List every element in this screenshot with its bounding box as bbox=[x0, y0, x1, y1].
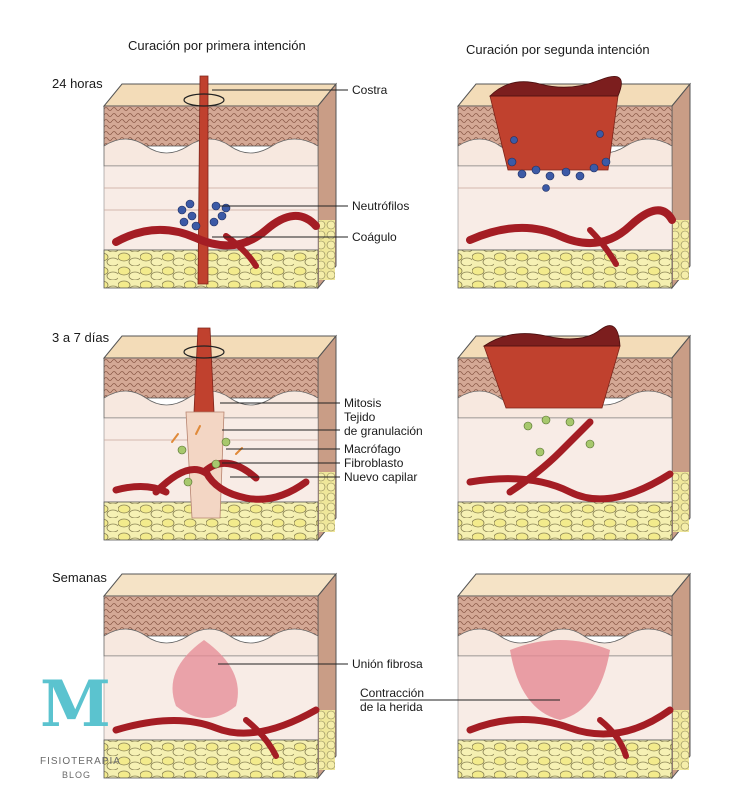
logo-line1: FISIOTERAPIA bbox=[40, 756, 121, 767]
label-union-fibrosa: Unión fibrosa bbox=[352, 657, 423, 671]
block-semanas-primera bbox=[102, 572, 338, 780]
label-macrofago: Macrófago bbox=[344, 442, 401, 456]
label-fibroblasto: Fibroblasto bbox=[344, 456, 404, 470]
block-3-7-dias-primera bbox=[102, 327, 338, 542]
block-24h-segunda bbox=[456, 76, 692, 290]
row-label-24-horas: 24 horas bbox=[52, 76, 103, 91]
title-primera-intencion: Curación por primera intención bbox=[128, 38, 306, 53]
title-segunda-intencion: Curación por segunda intención bbox=[466, 42, 650, 57]
label-contraccion-line1: Contracción bbox=[360, 686, 425, 700]
fisioterapia-blog-logo: M FISIOTERAPIA BLOG bbox=[40, 670, 130, 790]
label-coagulo: Coágulo bbox=[352, 230, 397, 244]
row-label-3-7-dias: 3 a 7 días bbox=[52, 330, 110, 345]
label-nuevo-capilar: Nuevo capilar bbox=[344, 470, 418, 484]
label-contraccion-line2: de la herida bbox=[360, 700, 423, 714]
label-mitosis: Mitosis bbox=[344, 396, 382, 410]
label-neutrofilos: Neutrófilos bbox=[352, 199, 410, 213]
row-label-semanas: Semanas bbox=[52, 570, 107, 585]
label-costra: Costra bbox=[352, 83, 388, 97]
block-semanas-segunda bbox=[456, 572, 692, 780]
label-tejido-line2: de granulación bbox=[344, 424, 423, 438]
label-tejido-line1: Tejido bbox=[344, 410, 376, 424]
logo-line2: BLOG bbox=[62, 770, 92, 780]
logo-letter: M bbox=[40, 667, 111, 742]
block-3-7-dias-segunda bbox=[456, 325, 692, 542]
